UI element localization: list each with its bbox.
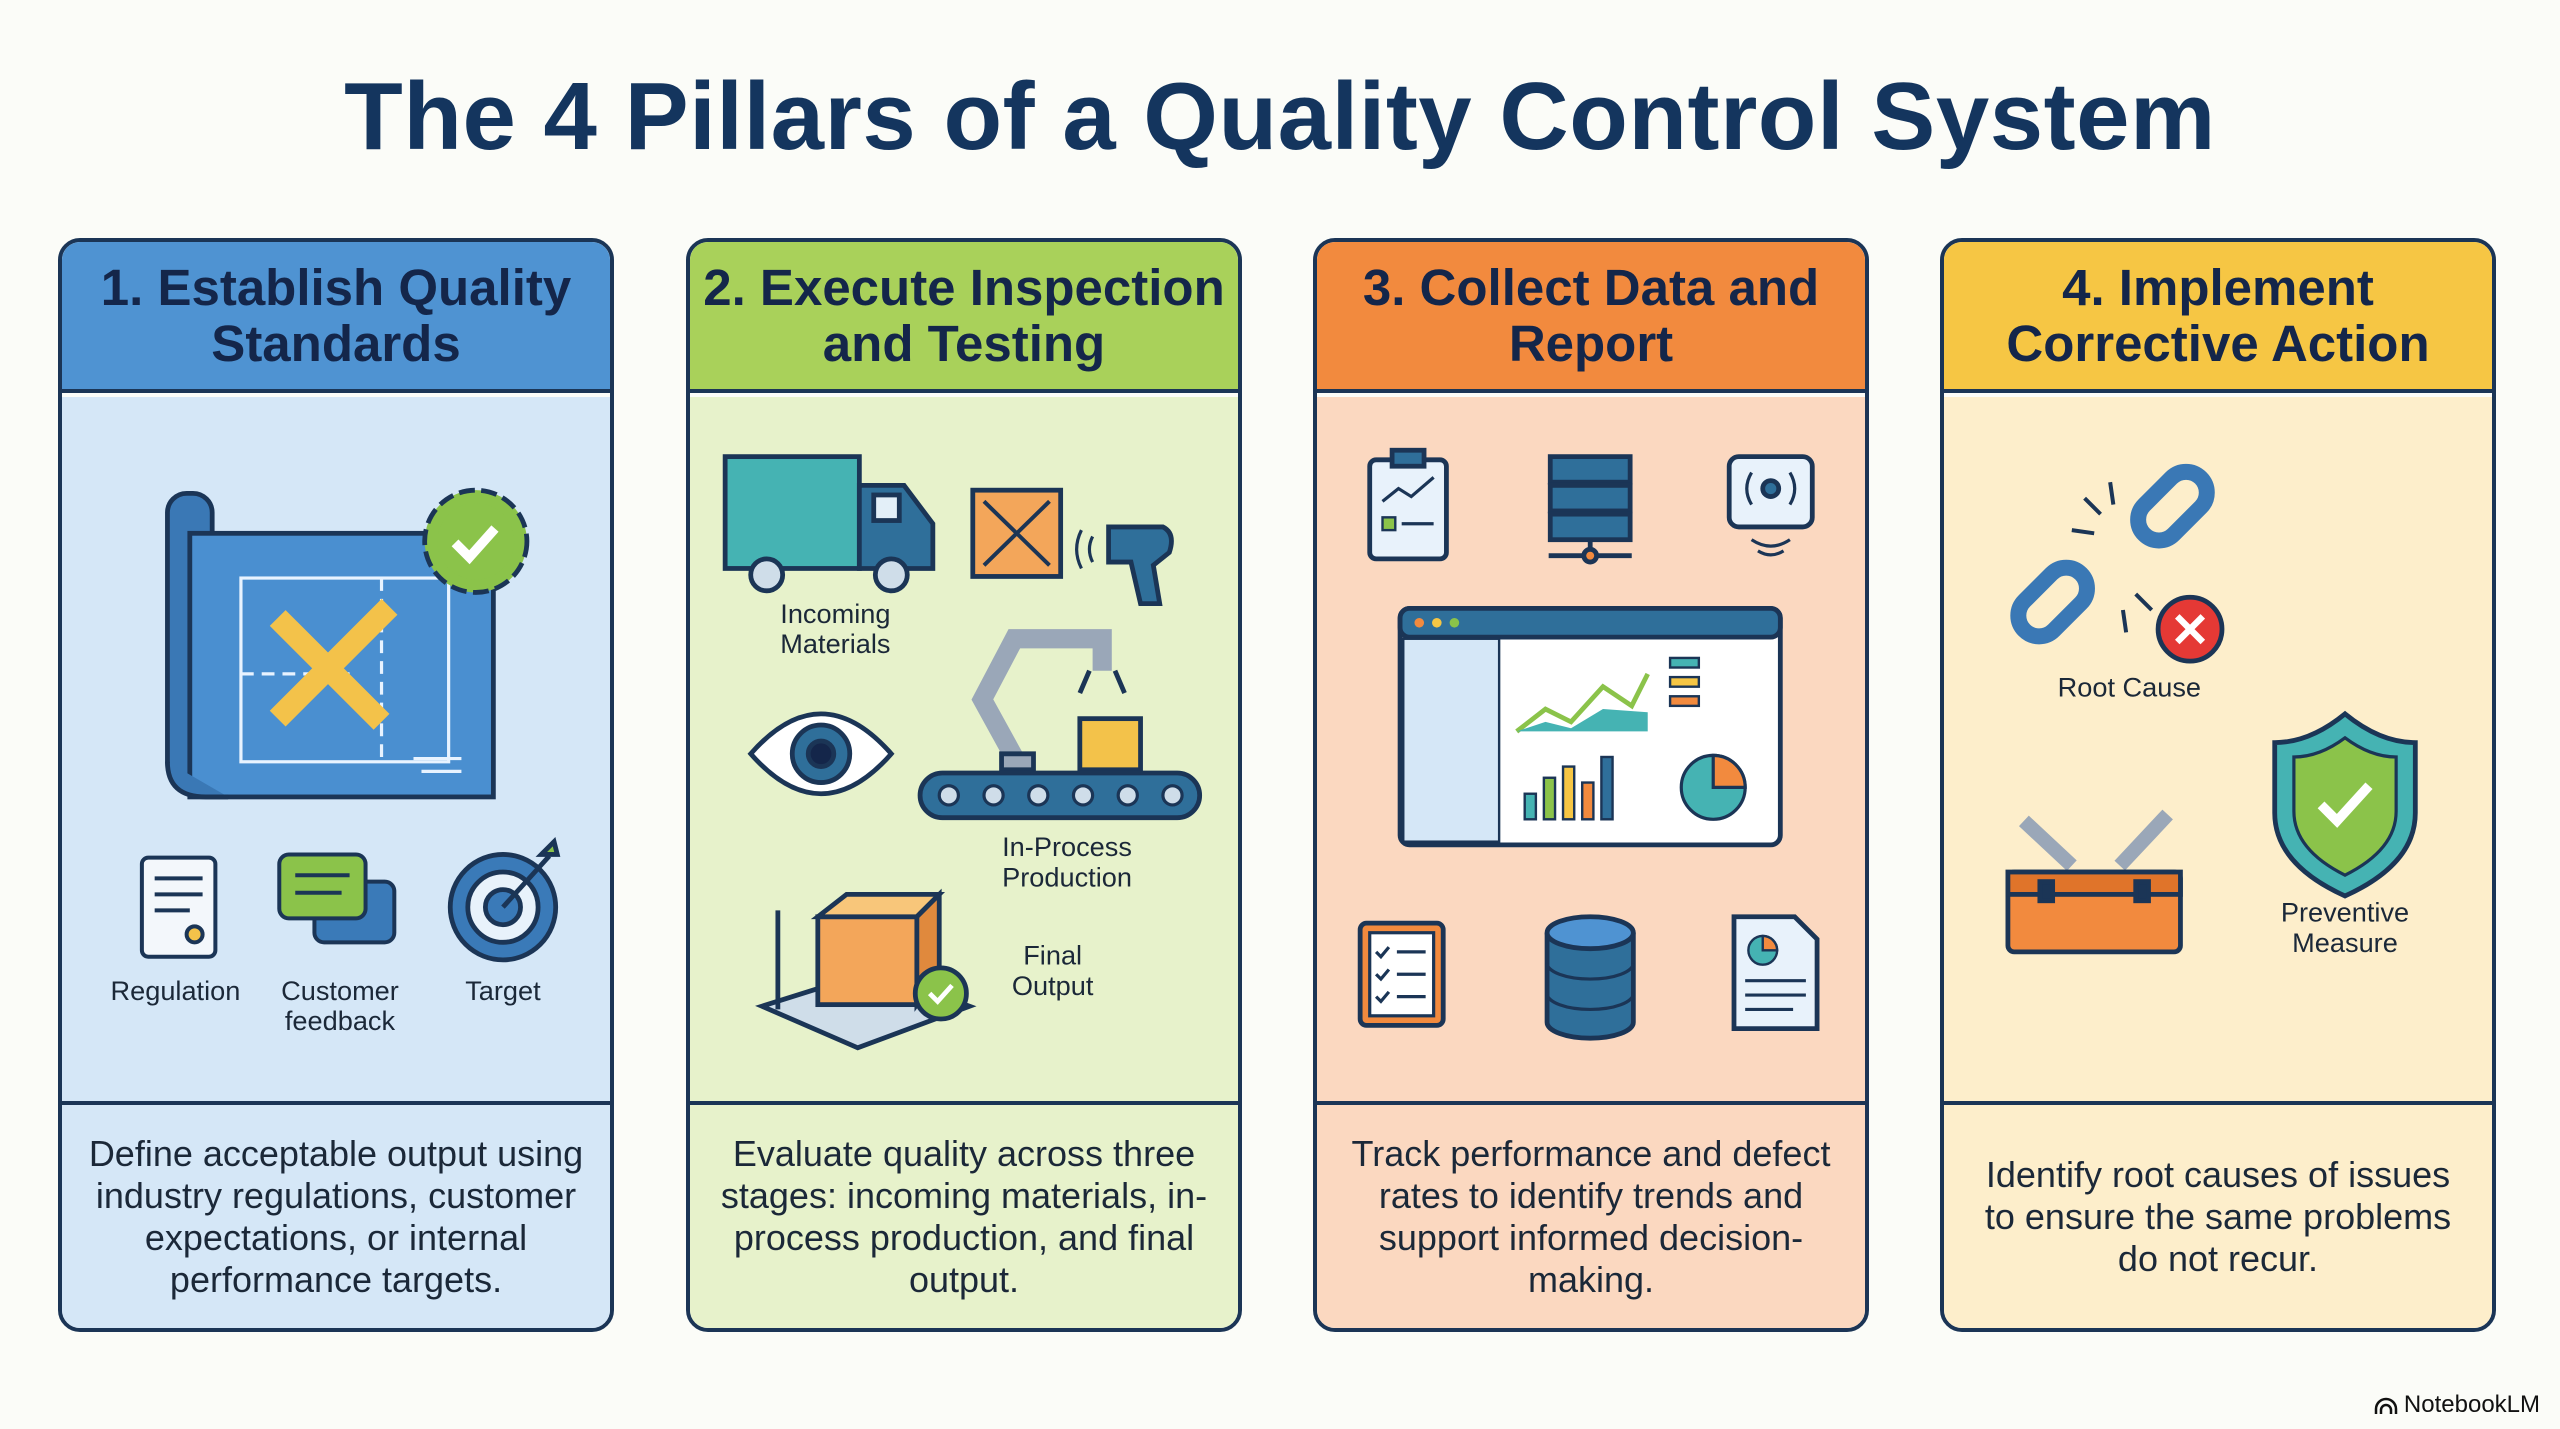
pillar-illustration: Incoming Materials In-Pr [690, 397, 1238, 1101]
brand-watermark: NotebookLM [2374, 1391, 2540, 1419]
in-process-label-line2: Production [1002, 861, 1132, 892]
gear-check-icon [422, 487, 530, 595]
pillar-card-establish-standards: 1. Establish Quality Standards [58, 238, 614, 1332]
pillar-heading: 1. Establish Quality Standards [62, 242, 610, 393]
final-output-label-line1: Final [1023, 940, 1082, 971]
root-cause-label: Root Cause [2058, 671, 2201, 702]
barcode-scanner-icon [1075, 524, 1174, 607]
in-process-label-line1: In-Process [1002, 831, 1132, 862]
eye-icon [747, 711, 895, 797]
pillar-heading: 2. Execute Inspection and Testing [690, 242, 1238, 393]
pillar-card-collect-data: 3. Collect Data and Report [1313, 238, 1869, 1332]
pillar-heading: 4. Implement Corrective Action [1944, 242, 2492, 393]
checklist-clipboard-icon [1357, 920, 1446, 1028]
pillar-description: Track performance and defect rates to id… [1317, 1101, 1865, 1328]
preventive-measure-label-line2: Measure [2292, 927, 2398, 958]
final-product-badge-icon [755, 888, 977, 1051]
customer-feedback-label-line2: feedback [285, 1005, 396, 1036]
standards-illustration: Regulation Customer feedback Target [111, 487, 561, 1036]
pillar-illustration [1317, 397, 1865, 1101]
shield-check-icon [2272, 710, 2418, 899]
pillar-card-corrective-action: 4. Implement Corrective Action Root Caus… [1940, 238, 2496, 1332]
customer-feedback-label-line1: Customer [281, 975, 399, 1006]
clipboard-chart-icon [1367, 447, 1449, 562]
pillar-card-inspection-testing: 2. Execute Inspection and Testing Incomi… [686, 238, 1242, 1332]
wireless-sensor-icon [1726, 454, 1815, 557]
broken-chain-icon [2010, 463, 2215, 645]
preventive-measure-label-line1: Preventive [2281, 897, 2409, 928]
brand-name: NotebookLM [2403, 1391, 2540, 1418]
incoming-materials-label-line1: Incoming [780, 598, 890, 629]
data-report-illustration [1357, 447, 1820, 1041]
corrective-action-illustration: Root Cause Preventive Measure [2005, 463, 2418, 958]
robot-arm-conveyor-icon [917, 629, 1203, 821]
page-title: The 4 Pillars of a Quality Control Syste… [344, 63, 2216, 170]
pillar-illustration: Regulation Customer feedback Target [62, 397, 610, 1101]
truck-icon [722, 454, 936, 594]
pillar-description: Identify root causes of issues to ensure… [1944, 1101, 2492, 1328]
inspection-illustration: Incoming Materials In-Pr [722, 454, 1203, 1051]
pillar-heading: 3. Collect Data and Report [1317, 242, 1865, 393]
regulation-scroll-icon [139, 855, 218, 959]
toolbox-icon [2005, 809, 2183, 955]
customer-feedback-icon [277, 852, 397, 945]
target-label: Target [465, 975, 541, 1006]
database-icon [1544, 914, 1636, 1041]
target-icon [447, 836, 561, 963]
error-x-icon [2155, 594, 2225, 664]
pillar-description: Evaluate quality across three stages: in… [690, 1101, 1238, 1328]
regulation-label: Regulation [111, 975, 241, 1006]
dashboard-icon [1397, 606, 1783, 848]
crate-icon [970, 487, 1064, 579]
final-output-label-line2: Output [1012, 970, 1094, 1001]
pillar-description: Define acceptable output using industry … [62, 1101, 610, 1328]
pillar-illustration: Root Cause Preventive Measure [1944, 397, 2492, 1101]
notebooklm-logo-icon [2374, 1397, 2398, 1414]
report-document-icon [1731, 914, 1820, 1031]
incoming-materials-label-line2: Materials [780, 628, 890, 659]
server-rack-icon [1547, 454, 1633, 565]
